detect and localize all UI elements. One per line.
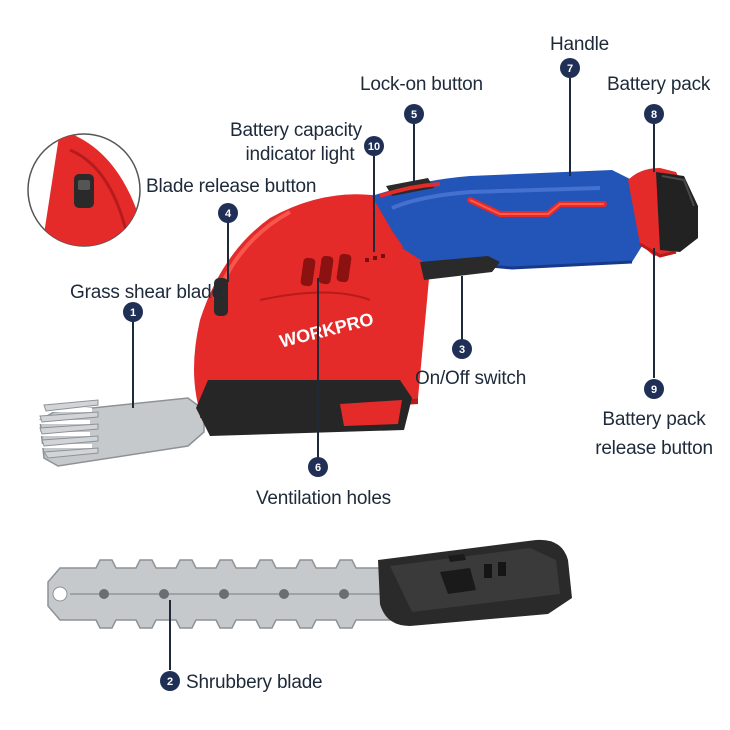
label-battery-release-line1: Battery pack xyxy=(602,409,706,430)
shrubbery-blade xyxy=(47,539,572,629)
label-grass-shear-blade: Grass shear blade xyxy=(70,282,222,303)
badge-8: 8 xyxy=(644,104,664,124)
blade-release-button xyxy=(214,278,228,316)
label-blade-release-button: Blade release button xyxy=(146,176,316,197)
badge-9: 9 xyxy=(644,379,664,399)
battery-indicator-light xyxy=(365,254,385,262)
svg-text:9: 9 xyxy=(651,384,657,396)
badge-6: 6 xyxy=(308,457,328,477)
ventilation-holes xyxy=(300,253,352,287)
badge-7: 7 xyxy=(560,58,580,78)
svg-text:3: 3 xyxy=(459,344,465,356)
label-indicator-line2: indicator light xyxy=(246,144,356,165)
callout-labels: Grass shear blade Shrubbery blade On/Off… xyxy=(70,34,713,693)
red-housing xyxy=(194,194,430,436)
label-handle: Handle xyxy=(550,34,609,55)
svg-text:1: 1 xyxy=(130,307,136,319)
label-shrubbery-blade: Shrubbery blade xyxy=(186,672,322,693)
label-ventilation-holes: Ventilation holes xyxy=(256,488,391,509)
svg-text:6: 6 xyxy=(315,462,321,474)
label-lock-on-button: Lock-on button xyxy=(360,74,483,95)
inset-detail xyxy=(27,133,141,247)
battery-pack xyxy=(628,168,698,258)
badge-10: 10 xyxy=(364,136,384,156)
grass-shear-blade xyxy=(36,397,205,467)
svg-text:7: 7 xyxy=(567,63,573,75)
label-battery-release-line2: release button xyxy=(595,438,713,459)
badge-5: 5 xyxy=(404,104,424,124)
label-on-off-switch: On/Off switch xyxy=(415,368,526,389)
badge-4: 4 xyxy=(218,203,238,223)
leader-lines xyxy=(132,78,655,670)
badge-2: 2 xyxy=(160,671,180,691)
label-indicator-line1: Battery capacity xyxy=(230,120,363,141)
on-off-switch xyxy=(420,256,500,280)
svg-text:8: 8 xyxy=(651,109,657,121)
svg-text:10: 10 xyxy=(368,141,380,153)
lock-on-button xyxy=(379,178,441,198)
label-battery-pack: Battery pack xyxy=(607,74,711,95)
badge-3: 3 xyxy=(452,339,472,359)
badge-1: 1 xyxy=(123,302,143,322)
number-badges: 1 2 3 4 5 6 7 8 9 10 xyxy=(123,58,664,691)
svg-text:2: 2 xyxy=(167,676,173,688)
svg-text:4: 4 xyxy=(225,208,232,220)
svg-text:5: 5 xyxy=(411,109,417,121)
